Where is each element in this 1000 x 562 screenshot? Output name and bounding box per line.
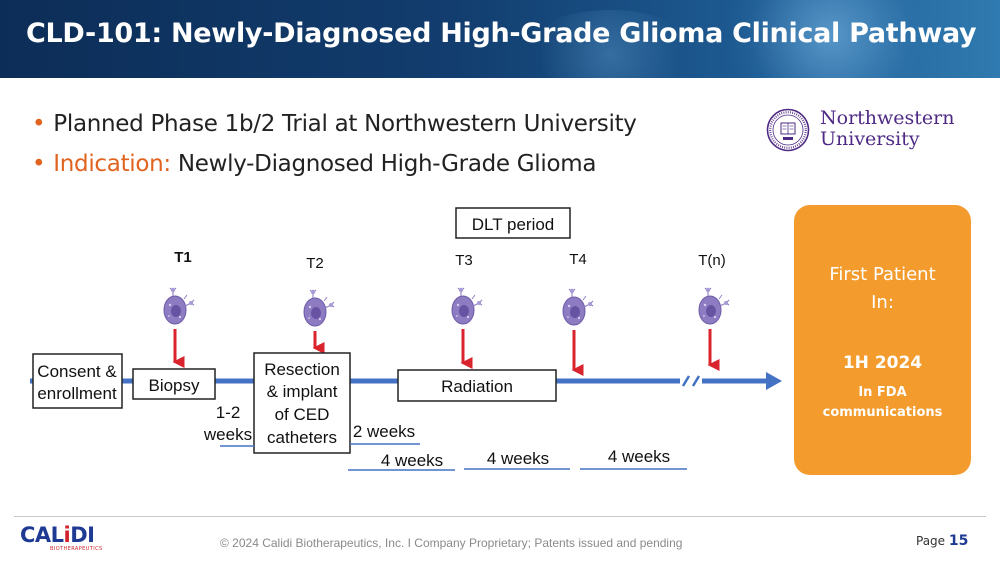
tumor-cell-icon <box>562 288 594 326</box>
seal-icon <box>766 108 810 152</box>
biopsy-label: Biopsy <box>148 376 200 395</box>
timeline-arrowhead <box>766 372 782 390</box>
timepoint-label: T1 <box>174 249 192 266</box>
duration-label: 4 weeks <box>487 449 549 468</box>
bullet-text: Planned Phase 1b/2 Trial at Northwestern… <box>53 111 637 137</box>
logo-line: Northwestern <box>820 107 955 129</box>
bullet-item: • Indication: Newly-Diagnosed High-Grade… <box>32 144 637 184</box>
dlt-period-box <box>455 207 571 239</box>
first-patient-callout: First Patient In: 1H 2024 In FDA communi… <box>794 205 971 475</box>
footer-divider <box>14 516 986 517</box>
logo-wordmark: Northwestern University <box>820 108 954 150</box>
timepoint-label: T2 <box>306 255 324 272</box>
timepoint-label: T(n) <box>698 252 726 269</box>
duration-label: 4 weeks <box>608 447 670 466</box>
bullet-list: • Planned Phase 1b/2 Trial at Northweste… <box>32 104 637 184</box>
resection-label: Resection <box>264 360 340 379</box>
bullet-dot: • <box>32 111 46 137</box>
first-patient-note-line: In FDA <box>858 385 907 400</box>
brand-suffix: DI <box>70 523 95 547</box>
bullet-dot: • <box>32 151 46 177</box>
duration-label: weeks <box>203 425 252 444</box>
header-decoration <box>520 10 700 78</box>
dlt-period-label: DLT period <box>472 215 555 234</box>
tumor-cell-icon <box>698 287 730 325</box>
biopsy-box <box>132 368 216 400</box>
duration-label: 4 weeks <box>381 451 443 470</box>
first-patient-title-line: In: <box>871 292 894 313</box>
resection-label: catheters <box>267 428 337 447</box>
page-label: Page <box>916 534 946 548</box>
header-banner: CLD-101: Newly-Diagnosed High-Grade Glio… <box>0 0 1000 78</box>
page-number: Page 15 <box>916 533 968 549</box>
consent-label: enrollment <box>37 384 117 403</box>
resection-box <box>253 352 351 454</box>
resection-label: of CED <box>275 405 330 424</box>
radiation-box <box>397 369 557 402</box>
logo-line: University <box>820 128 920 150</box>
first-patient-note: In FDA communications <box>794 383 971 423</box>
first-patient-date: 1H 2024 <box>842 353 923 373</box>
first-patient-title: First Patient In: <box>794 261 971 317</box>
page-title: CLD-101: Newly-Diagnosed High-Grade Glio… <box>26 18 977 49</box>
first-patient-note-line: communications <box>822 405 943 420</box>
radiation-label: Radiation <box>441 377 513 396</box>
bullet-text: Newly-Diagnosed High-Grade Glioma <box>177 151 597 177</box>
duration-label: 1-2 <box>216 403 241 422</box>
header-decoration <box>700 0 960 78</box>
page-number-value: 15 <box>948 533 969 549</box>
tumor-cell-icon <box>163 287 195 325</box>
bullet-item: • Planned Phase 1b/2 Trial at Northweste… <box>32 104 637 144</box>
calidi-tagline: BIOTHERAPEUTICS <box>50 546 103 552</box>
consent-box <box>32 353 123 409</box>
duration-label: 2 weeks <box>353 422 415 441</box>
brand-highlight: i <box>63 523 71 547</box>
calidi-logo: CALiDI BIOTHERAPEUTICS <box>20 524 102 554</box>
first-patient-title-line: First Patient <box>829 264 936 285</box>
tumor-cell-icon <box>303 289 335 327</box>
timeline-break <box>691 375 701 387</box>
bullet-label: Indication: <box>53 151 171 177</box>
copyright-text: © 2024 Calidi Biotherapeutics, Inc. I Co… <box>220 536 683 550</box>
northwestern-logo: Northwestern University <box>766 106 956 154</box>
timeline-break <box>681 375 691 387</box>
resection-label: & implant <box>267 382 338 401</box>
brand-prefix: CAL <box>20 523 64 547</box>
tumor-cell-icon <box>451 287 483 325</box>
consent-label: Consent & <box>37 362 117 381</box>
timepoint-label: T3 <box>455 252 473 269</box>
calidi-wordmark: CALiDI <box>20 524 102 546</box>
timepoint-label: T4 <box>569 251 587 268</box>
